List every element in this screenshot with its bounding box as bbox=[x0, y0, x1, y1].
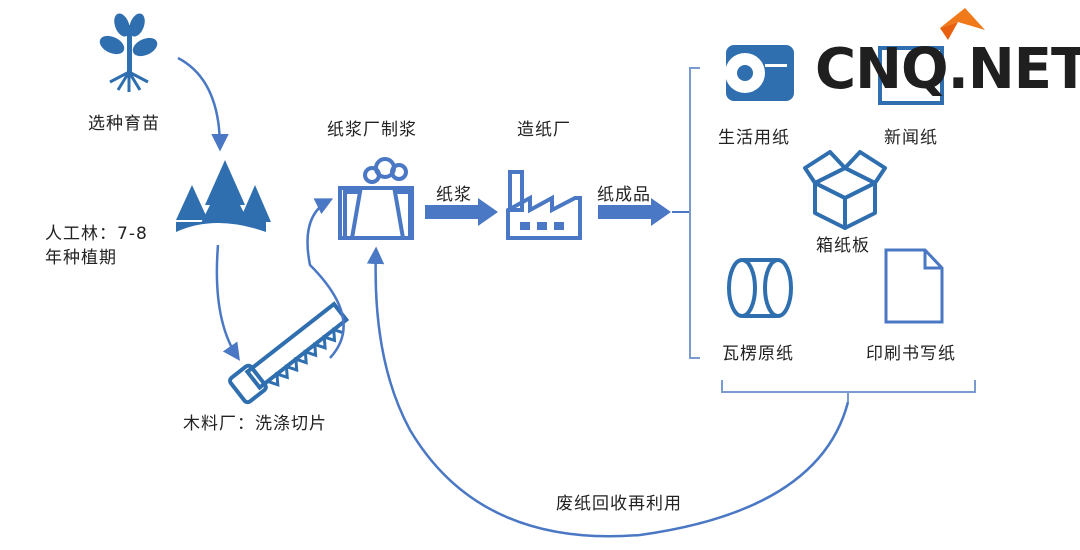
pulp-arrow bbox=[425, 198, 498, 226]
saw-icon bbox=[228, 301, 350, 405]
tissue-label: 生活用纸 bbox=[718, 128, 790, 148]
product-bracket bbox=[689, 67, 700, 359]
seedling-to-forest-arrow bbox=[177, 56, 229, 152]
paper-mill-label: 造纸厂 bbox=[517, 120, 571, 140]
logo-kite-icon bbox=[940, 8, 985, 40]
forest-to-sawmill-arrow bbox=[215, 244, 240, 361]
finished-arrow bbox=[598, 198, 690, 226]
tissue-roll-icon bbox=[725, 45, 794, 101]
pulp-arrow-label: 纸浆 bbox=[436, 185, 472, 205]
finished-arrow-label: 纸成品 bbox=[597, 185, 651, 205]
recycle-loop-arrow bbox=[366, 246, 850, 538]
seedling-icon bbox=[99, 13, 158, 92]
sawmill-to-pulp-arrow bbox=[306, 198, 345, 359]
product-brace-bottom bbox=[721, 380, 976, 402]
printing-label: 印刷书写纸 bbox=[866, 344, 956, 364]
corrugated-roll-icon bbox=[727, 258, 793, 318]
seedling-label: 选种育苗 bbox=[88, 114, 160, 134]
forest-label-line1: 人工林：7-8 bbox=[45, 224, 148, 244]
pulp-mill-label: 纸浆厂制浆 bbox=[327, 120, 417, 140]
forest-label-line2: 年种植期 bbox=[45, 248, 117, 268]
newsprint-label: 新闻纸 bbox=[884, 128, 938, 148]
logo-text: CNQ.NET bbox=[815, 37, 1080, 102]
corrugated-label: 瓦楞原纸 bbox=[722, 344, 794, 364]
recycle-label: 废纸回收再利用 bbox=[556, 494, 682, 514]
box-icon bbox=[803, 150, 887, 230]
printing-paper-icon bbox=[884, 248, 944, 324]
sawmill-label: 木料厂：洗涤切片 bbox=[183, 414, 327, 434]
newspaper-icon bbox=[878, 46, 944, 105]
boxboard-label: 箱纸板 bbox=[816, 236, 870, 256]
forest-icon bbox=[176, 160, 271, 232]
pulp-mill-icon bbox=[338, 157, 414, 240]
paper-mill-icon bbox=[506, 170, 582, 240]
